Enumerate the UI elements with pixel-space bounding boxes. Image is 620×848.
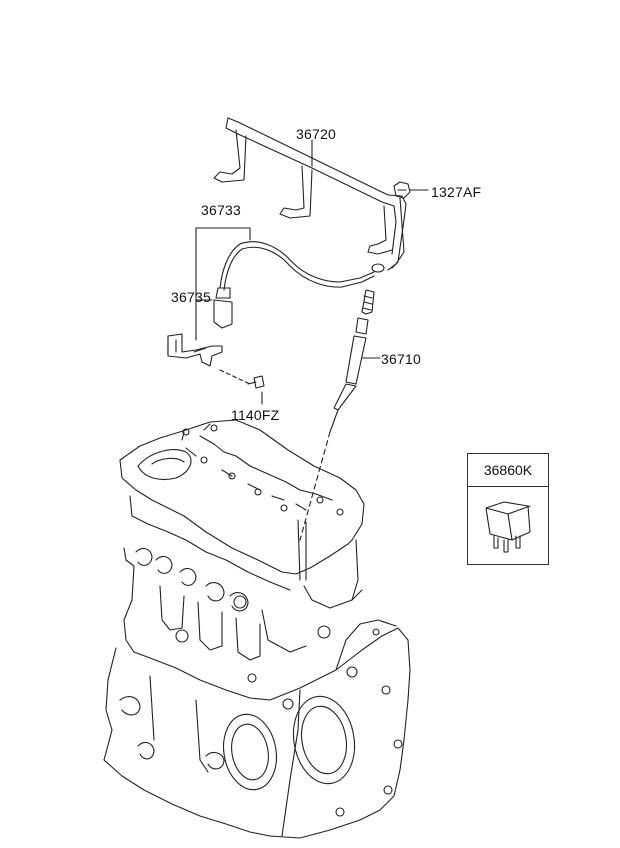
callout-1327af: 1327AF [431,184,482,200]
bolt-icon [219,369,265,389]
glow-wire-assembly [213,241,385,329]
callout-1140fz: 1140FZ [231,407,280,423]
callout-36710: 36710 [381,351,421,367]
callout-36733: 36733 [201,202,241,218]
callout-36860k: 36860K [468,454,548,487]
leader-lines [195,139,429,405]
glow-plug-harness [213,117,407,271]
relay-icon [485,501,531,553]
callout-36735: 36735 [171,289,211,305]
mounting-bracket [167,333,223,367]
glow-plug [299,289,375,541]
relay-callout-box: 36860K [467,453,549,565]
engine-block [103,419,411,839]
nut-icon [393,181,411,199]
callout-36720: 36720 [296,126,336,142]
